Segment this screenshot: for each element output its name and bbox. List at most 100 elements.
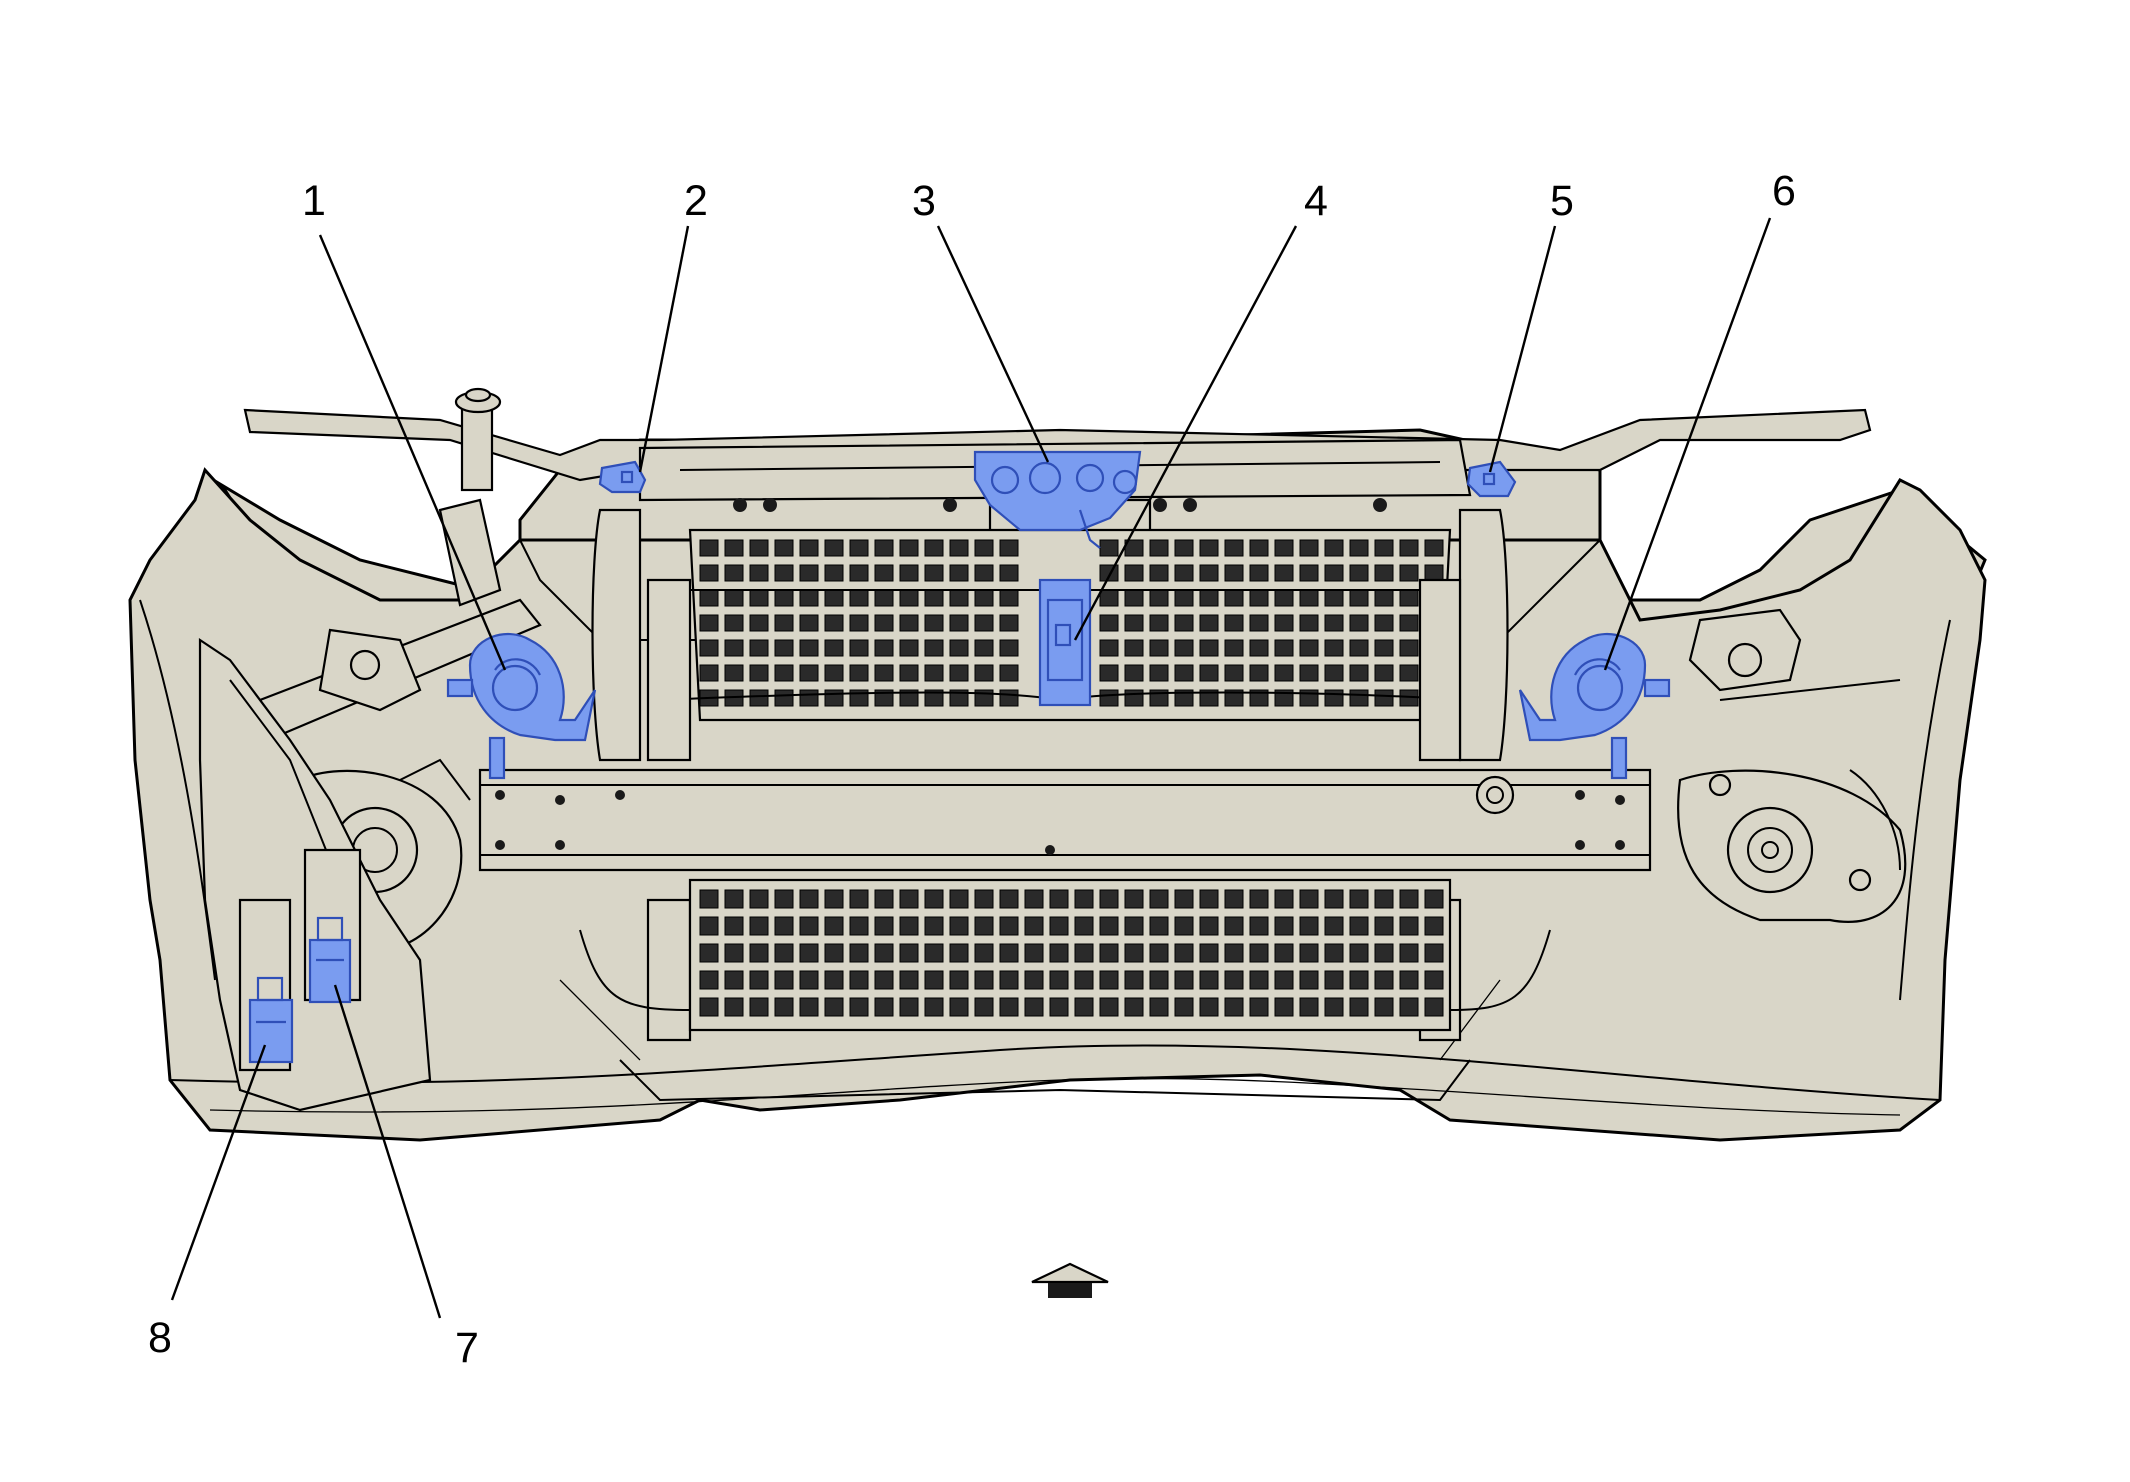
grille-cell bbox=[1049, 943, 1069, 963]
grille-cell bbox=[999, 589, 1019, 607]
side-frame-rails bbox=[591, 508, 1509, 1042]
grille-cell bbox=[1374, 889, 1394, 909]
grille-cell bbox=[1374, 564, 1394, 582]
grille-cell bbox=[1299, 614, 1319, 632]
grille-cell bbox=[1274, 564, 1294, 582]
grille-cell bbox=[1349, 970, 1369, 990]
grille-cell bbox=[1149, 664, 1169, 682]
grille-cell bbox=[1299, 997, 1319, 1017]
grille-cell bbox=[899, 970, 919, 990]
grille-cell bbox=[1424, 564, 1444, 582]
grille-cell bbox=[749, 639, 769, 657]
grille-cell bbox=[1149, 970, 1169, 990]
grille-cell bbox=[1024, 943, 1044, 963]
grille-cell bbox=[1124, 639, 1144, 657]
grille-cell bbox=[1224, 970, 1244, 990]
grille-cell bbox=[1349, 589, 1369, 607]
grille-cell bbox=[999, 614, 1019, 632]
grille-cell bbox=[1074, 997, 1094, 1017]
callout-2: 2 bbox=[684, 177, 708, 225]
callout-3: 3 bbox=[912, 177, 936, 225]
grille-cell bbox=[1374, 970, 1394, 990]
grille-cell bbox=[1324, 970, 1344, 990]
grille-cell bbox=[874, 664, 894, 682]
grille-cell bbox=[1249, 889, 1269, 909]
grille-cell bbox=[949, 889, 969, 909]
grille-cell bbox=[1399, 639, 1419, 657]
grille-cell bbox=[1249, 614, 1269, 632]
grille-cell bbox=[1149, 997, 1169, 1017]
grille-cell bbox=[1374, 639, 1394, 657]
grille-cell bbox=[799, 943, 819, 963]
grille-cell bbox=[874, 997, 894, 1017]
grille-cell bbox=[1249, 943, 1269, 963]
grille-cell bbox=[974, 664, 994, 682]
grille-cell bbox=[874, 689, 894, 707]
grille-cell bbox=[749, 943, 769, 963]
grille-cell bbox=[924, 589, 944, 607]
grille-cell bbox=[949, 564, 969, 582]
grille-cell bbox=[824, 970, 844, 990]
grille-cell bbox=[1274, 997, 1294, 1017]
grille-cell bbox=[724, 943, 744, 963]
grille-cell bbox=[1374, 997, 1394, 1017]
grille-cell bbox=[1224, 997, 1244, 1017]
grille-cell bbox=[1174, 689, 1194, 707]
grille-cell bbox=[699, 916, 719, 936]
grille-cell bbox=[949, 943, 969, 963]
grille-cell bbox=[1349, 943, 1369, 963]
right-fog-lamp bbox=[1677, 769, 1907, 923]
grille-cell bbox=[799, 639, 819, 657]
grille-cell bbox=[999, 564, 1019, 582]
grille-cell bbox=[799, 664, 819, 682]
grille-cell bbox=[849, 639, 869, 657]
grille-cell bbox=[1174, 889, 1194, 909]
grille-cell bbox=[1249, 639, 1269, 657]
bolt bbox=[1615, 795, 1625, 805]
grille-cell bbox=[749, 689, 769, 707]
grille-cell bbox=[1299, 889, 1319, 909]
grille-cell bbox=[1099, 589, 1119, 607]
grille-cell bbox=[1349, 614, 1369, 632]
grille-cell bbox=[1374, 614, 1394, 632]
grille-cell bbox=[699, 639, 719, 657]
grille-cell bbox=[974, 614, 994, 632]
grille-cell bbox=[1374, 589, 1394, 607]
grille-cell bbox=[974, 539, 994, 557]
grille-cell bbox=[874, 539, 894, 557]
grille-cell bbox=[999, 943, 1019, 963]
bolt bbox=[555, 840, 565, 850]
grille-cell bbox=[774, 970, 794, 990]
hood-latch-highlight bbox=[973, 450, 1142, 549]
impact-bar-bolts bbox=[495, 790, 1625, 855]
grille-cell bbox=[1024, 889, 1044, 909]
grille-cell bbox=[949, 539, 969, 557]
grille-cell bbox=[1224, 539, 1244, 557]
grille-cell bbox=[1324, 664, 1344, 682]
grille-cell bbox=[1099, 997, 1119, 1017]
grille-cell bbox=[699, 589, 719, 607]
grille-cell bbox=[1174, 639, 1194, 657]
grille-cell bbox=[874, 970, 894, 990]
grille-cell bbox=[924, 564, 944, 582]
grille-cell bbox=[1299, 639, 1319, 657]
bolt bbox=[495, 790, 505, 800]
grille-cell bbox=[724, 997, 744, 1017]
grille-cell bbox=[899, 539, 919, 557]
grille-cell bbox=[1024, 997, 1044, 1017]
grille-cell bbox=[849, 916, 869, 936]
grille-cell bbox=[699, 539, 719, 557]
grille-cell bbox=[774, 539, 794, 557]
grille-cell bbox=[899, 943, 919, 963]
grille-cell bbox=[874, 639, 894, 657]
grille-cell bbox=[1324, 916, 1344, 936]
grille-cell bbox=[899, 614, 919, 632]
grille-cell bbox=[849, 943, 869, 963]
grille-cell bbox=[1324, 564, 1344, 582]
grille-cell bbox=[1199, 689, 1219, 707]
grille-cell bbox=[1174, 564, 1194, 582]
grille-cell bbox=[1324, 689, 1344, 707]
callout-1: 1 bbox=[302, 177, 326, 225]
grille-cell bbox=[1324, 943, 1344, 963]
grille-cell bbox=[899, 916, 919, 936]
